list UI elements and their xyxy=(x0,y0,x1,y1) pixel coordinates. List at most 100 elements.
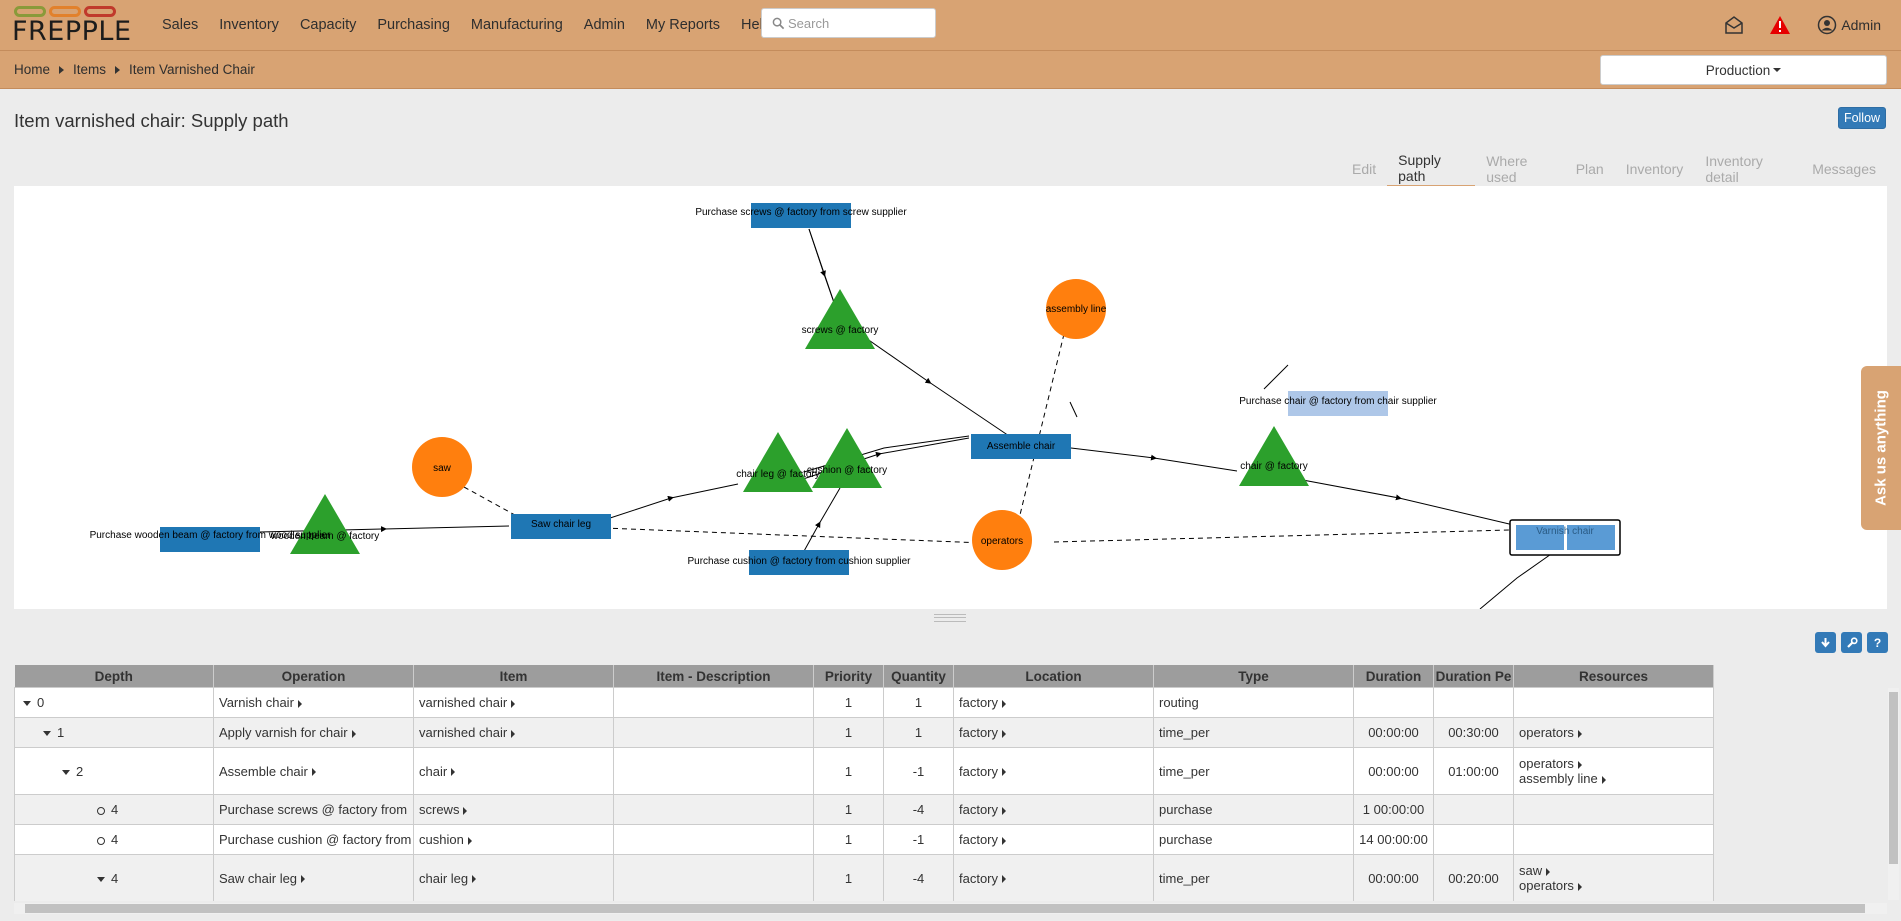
depth-cell[interactable]: 2 xyxy=(14,747,214,795)
menu-purchasing[interactable]: Purchasing xyxy=(377,17,450,33)
breadcrumb-items[interactable]: Items xyxy=(73,62,107,77)
drilldown-icon[interactable] xyxy=(472,875,477,884)
node-chair-factory[interactable] xyxy=(1239,426,1309,486)
location-cell[interactable]: factory xyxy=(953,824,1154,855)
drilldown-icon[interactable] xyxy=(1002,806,1007,815)
breadcrumb-home[interactable]: Home xyxy=(14,62,51,77)
col-quantity[interactable]: Quantity xyxy=(883,665,954,688)
node-saw-chair-leg[interactable] xyxy=(511,514,611,539)
inbox-icon[interactable] xyxy=(1723,15,1745,35)
location-cell[interactable]: factory xyxy=(953,717,1154,748)
node-assembly-line[interactable] xyxy=(1046,279,1106,339)
node-saw[interactable] xyxy=(412,437,472,497)
location-cell[interactable]: factory xyxy=(953,854,1154,901)
tab-plan[interactable]: Plan xyxy=(1575,160,1604,177)
table-row[interactable]: 2 Assemble chair chair 1 -1 factory time… xyxy=(14,747,1714,795)
drilldown-icon[interactable] xyxy=(301,875,306,884)
user-icon[interactable] xyxy=(1817,15,1837,35)
node-wooden-beam-factory[interactable] xyxy=(290,494,360,554)
operation-cell[interactable]: Assemble chair xyxy=(213,747,414,795)
item-cell[interactable]: chair xyxy=(413,747,614,795)
node-purchase-chair[interactable] xyxy=(1288,391,1388,416)
table-row[interactable]: 1 Apply varnish for chair varnished chai… xyxy=(14,717,1714,748)
col-duration-per[interactable]: Duration Pe xyxy=(1433,665,1514,688)
expand-toggle-icon[interactable] xyxy=(97,876,105,882)
tab-messages[interactable]: Messages xyxy=(1812,160,1876,177)
node-operators[interactable] xyxy=(972,510,1032,570)
drilldown-icon[interactable] xyxy=(511,729,516,738)
follow-button[interactable]: Follow xyxy=(1838,107,1886,129)
menu-my-reports[interactable]: My Reports xyxy=(645,17,721,33)
table-row[interactable]: 4 Saw chair leg chair leg 1 -4 factory t… xyxy=(14,854,1714,901)
location-cell[interactable]: factory xyxy=(953,794,1154,825)
location-cell[interactable]: factory xyxy=(953,687,1154,718)
drilldown-icon[interactable] xyxy=(1002,836,1007,845)
help-button[interactable]: ? xyxy=(1867,632,1888,653)
node-cushion-factory[interactable] xyxy=(812,428,882,488)
operation-cell[interactable]: Saw chair leg xyxy=(213,854,414,901)
tab-where-used[interactable]: Where used xyxy=(1486,152,1528,185)
depth-cell[interactable]: 1 xyxy=(14,717,214,748)
node-chair-leg-factory[interactable] xyxy=(743,432,813,492)
table-row[interactable]: 0 Varnish chair varnished chair 1 1 fact… xyxy=(14,687,1714,718)
drilldown-icon[interactable] xyxy=(511,699,516,708)
col-depth[interactable]: Depth xyxy=(14,665,214,688)
item-cell[interactable]: screws xyxy=(413,794,614,825)
node-screws-factory[interactable] xyxy=(805,289,875,349)
table-vertical-scrollbar[interactable] xyxy=(1888,688,1899,900)
expand-toggle-icon[interactable] xyxy=(43,731,51,737)
resources-cell[interactable]: operators xyxy=(1513,717,1714,748)
depth-cell[interactable]: 0 xyxy=(14,687,214,718)
scrollbar-thumb[interactable] xyxy=(1889,692,1898,864)
node-assemble-chair[interactable] xyxy=(971,434,1071,459)
search-input[interactable]: Search xyxy=(761,8,936,38)
node-purchase-screws[interactable] xyxy=(751,203,851,228)
expand-toggle-icon[interactable] xyxy=(62,769,70,775)
breadcrumb-current[interactable]: Item Varnished Chair xyxy=(129,62,255,77)
menu-sales[interactable]: Sales xyxy=(162,17,199,33)
item-cell[interactable]: varnished chair xyxy=(413,717,614,748)
drilldown-icon[interactable] xyxy=(311,768,316,777)
drilldown-icon[interactable] xyxy=(1546,867,1551,876)
drilldown-icon[interactable] xyxy=(1002,729,1007,738)
download-button[interactable] xyxy=(1815,632,1836,653)
item-cell[interactable]: cushion xyxy=(413,824,614,855)
operation-cell[interactable]: Purchase screws @ factory from xyxy=(213,794,414,825)
col-duration[interactable]: Duration xyxy=(1353,665,1434,688)
drilldown-icon[interactable] xyxy=(1002,768,1007,777)
drilldown-icon[interactable] xyxy=(451,768,456,777)
menu-admin[interactable]: Admin xyxy=(583,17,625,33)
operation-cell[interactable]: Purchase cushion @ factory from xyxy=(213,824,414,855)
col-resources[interactable]: Resources xyxy=(1513,665,1714,688)
table-horizontal-scrollbar[interactable] xyxy=(14,903,1887,914)
tab-inventory[interactable]: Inventory xyxy=(1625,160,1684,177)
col-location[interactable]: Location xyxy=(953,665,1154,688)
drilldown-icon[interactable] xyxy=(1002,699,1007,708)
drilldown-icon[interactable] xyxy=(1601,775,1606,784)
depth-cell[interactable]: 4 xyxy=(14,824,214,855)
location-cell[interactable]: factory xyxy=(953,747,1154,795)
item-cell[interactable]: varnished chair xyxy=(413,687,614,718)
menu-inventory[interactable]: Inventory xyxy=(219,17,279,33)
user-name[interactable]: Admin xyxy=(1841,17,1881,33)
drilldown-icon[interactable] xyxy=(1577,882,1582,891)
settings-button[interactable] xyxy=(1841,632,1862,653)
drilldown-icon[interactable] xyxy=(351,729,356,738)
scrollbar-thumb[interactable] xyxy=(25,904,1865,913)
frepple-logo[interactable]: FREPPLE xyxy=(12,4,140,47)
scenario-select[interactable]: Production xyxy=(1600,55,1887,85)
supply-path-graph[interactable]: Purchase screws @ factory from screw sup… xyxy=(14,186,1887,609)
node-purchase-wood[interactable] xyxy=(160,527,260,552)
drilldown-icon[interactable] xyxy=(1577,729,1582,738)
expand-toggle-icon[interactable] xyxy=(23,701,31,707)
col-operation[interactable]: Operation xyxy=(213,665,414,688)
depth-cell[interactable]: 4 xyxy=(14,854,214,901)
node-purchase-cushion[interactable] xyxy=(749,550,849,575)
col-priority[interactable]: Priority xyxy=(813,665,884,688)
drilldown-icon[interactable] xyxy=(297,699,302,708)
operation-cell[interactable]: Apply varnish for chair xyxy=(213,717,414,748)
resize-handle[interactable] xyxy=(934,614,966,622)
alert-icon[interactable] xyxy=(1769,15,1791,35)
depth-cell[interactable]: 4 xyxy=(14,794,214,825)
table-row[interactable]: 4 Purchase cushion @ factory from cushio… xyxy=(14,824,1714,855)
